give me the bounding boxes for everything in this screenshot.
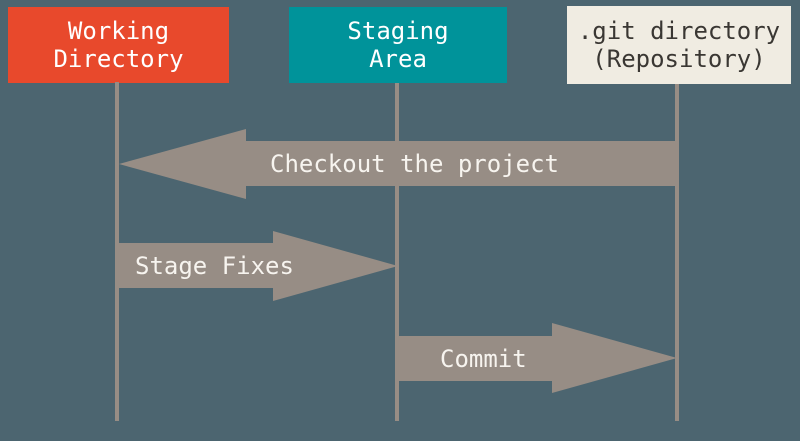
commit-arrowhead-icon <box>552 323 677 393</box>
git-directory-label-line2: (Repository) <box>592 45 766 73</box>
commit-arrow-shaft <box>397 336 552 381</box>
checkout-arrow-shaft <box>246 141 677 186</box>
checkout-arrowhead-icon <box>119 129 246 199</box>
git-directory-box: .git directory (Repository) <box>567 6 791 84</box>
staging-area-box: Staging Area <box>289 7 507 83</box>
stage-fixes-arrowhead-icon <box>273 231 398 301</box>
staging-area-label-line1: Staging <box>347 17 449 45</box>
working-directory-lifeline <box>115 82 119 421</box>
commit-arrow-label: Commit <box>440 344 527 373</box>
working-directory-label-line1: Working <box>67 17 170 45</box>
checkout-arrow-label: Checkout the project <box>270 149 559 178</box>
stage-fixes-arrow-label: Stage Fixes <box>135 251 294 280</box>
working-directory-box: Working Directory <box>8 7 229 83</box>
working-directory-label-line2: Directory <box>53 45 184 73</box>
stage-fixes-arrow-shaft <box>119 243 273 288</box>
staging-area-label-line2: Area <box>369 45 427 73</box>
git-directory-label-line1: .git directory <box>577 17 781 45</box>
git-directory-lifeline <box>675 84 679 421</box>
